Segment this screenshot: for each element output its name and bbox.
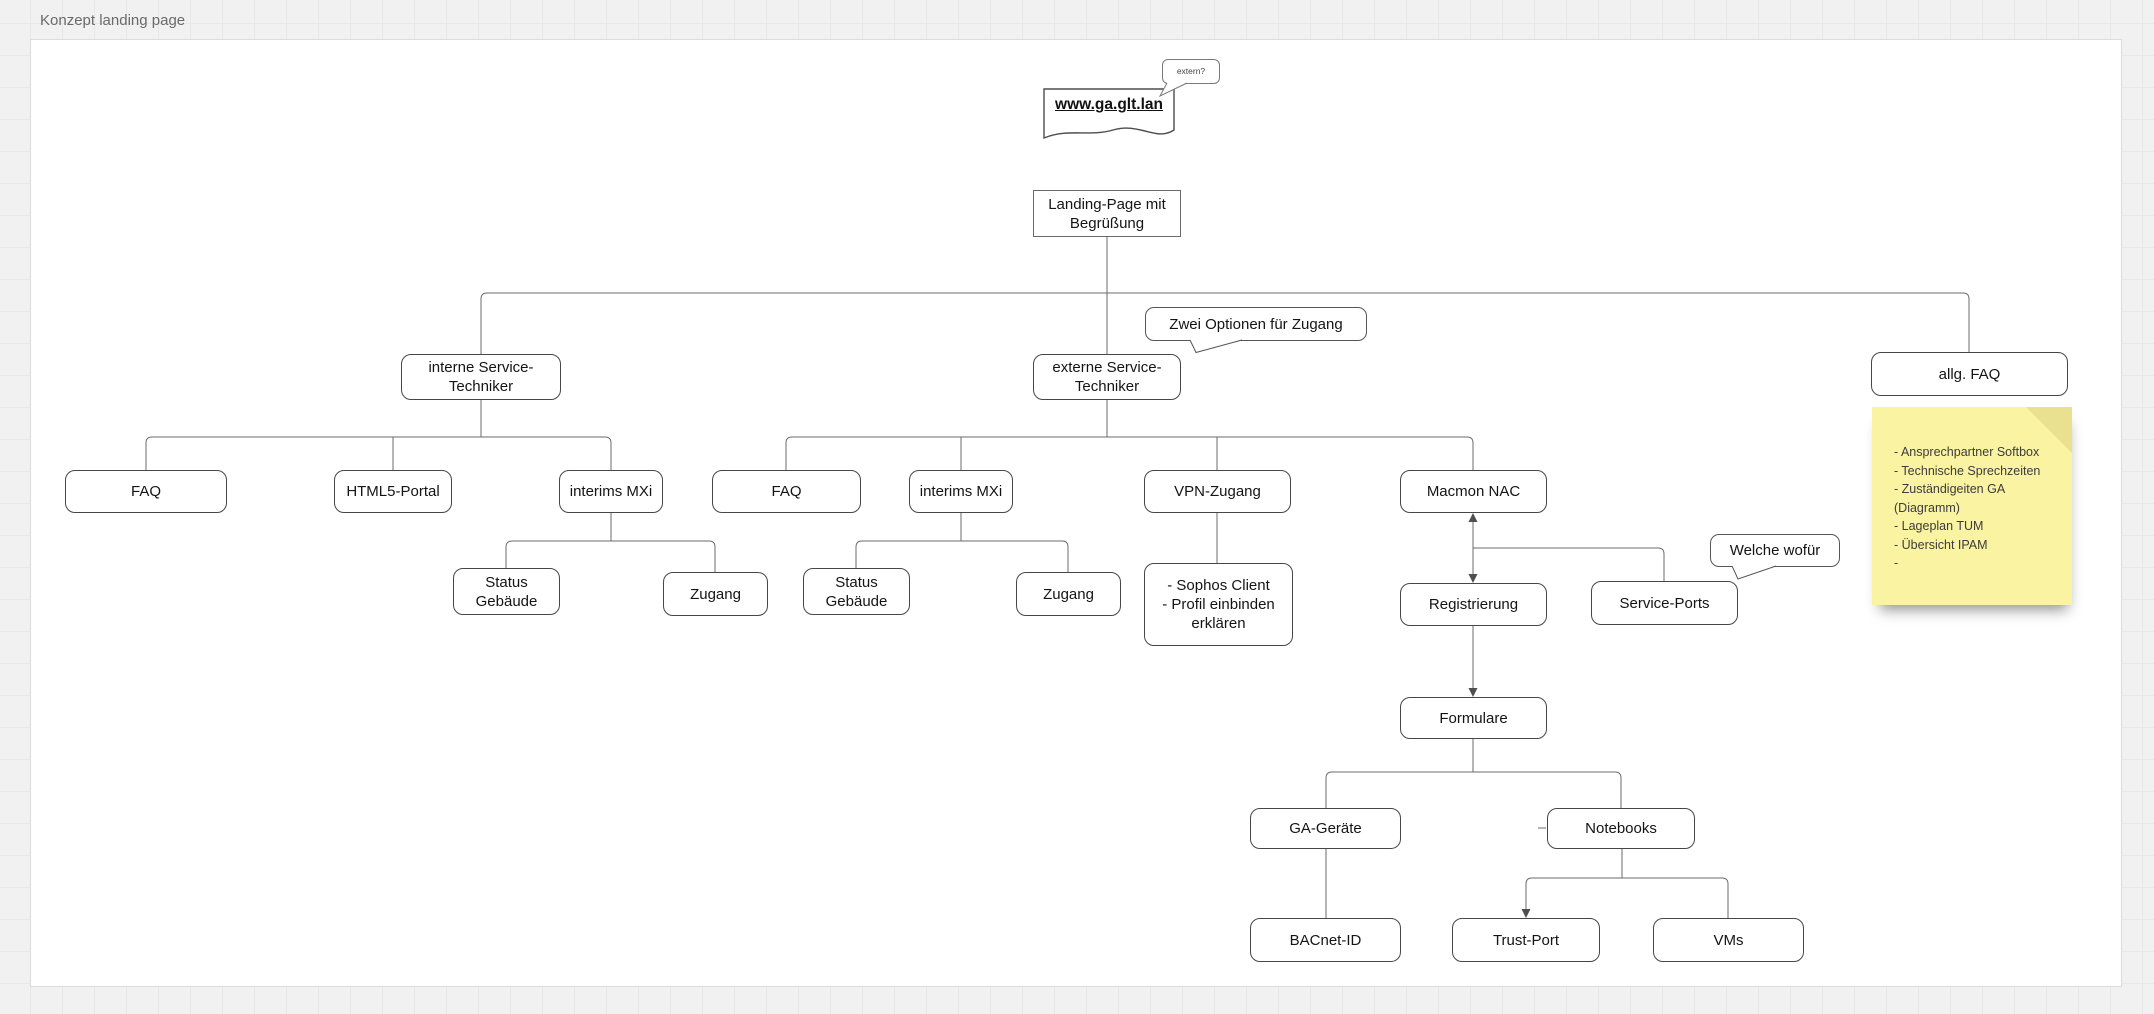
node-vpn-zugang[interactable]: VPN-Zugang <box>1144 470 1291 513</box>
node-interims-mxi-extern[interactable]: interims MXi <box>909 470 1013 513</box>
extern-callout[interactable]: extern? <box>1162 59 1220 84</box>
callout-zwei-optionen[interactable]: Zwei Optionen für Zugang <box>1145 307 1367 341</box>
sticky-note-line: - Lageplan TUM <box>1894 519 1984 533</box>
node-formulare[interactable]: Formulare <box>1400 697 1547 739</box>
node-faq-intern[interactable]: FAQ <box>65 470 227 513</box>
node-interims-mxi-intern[interactable]: interims MXi <box>559 470 663 513</box>
node-trust-port[interactable]: Trust-Port <box>1452 918 1600 962</box>
document-shape[interactable] <box>1043 88 1175 146</box>
sticky-note-line: - Zuständigeiten GA (Diagramm) <box>1894 482 2005 515</box>
node-zugang-extern[interactable]: Zugang <box>1016 572 1121 616</box>
node-interne-service-techniker[interactable]: interne Service-Techniker <box>401 354 561 400</box>
node-faq-extern[interactable]: FAQ <box>712 470 861 513</box>
frame-title[interactable]: Konzept landing page <box>40 12 186 29</box>
sticky-note-line: - Ansprechpartner Softbox <box>1894 445 2040 459</box>
url-document[interactable]: www.ga.glt.lan <box>1055 96 1163 113</box>
node-allg-faq[interactable]: allg. FAQ <box>1871 352 2068 396</box>
sticky-note-line: - Übersicht IPAM <box>1894 537 1988 552</box>
node-externe-service-techniker[interactable]: externe Service-Techniker <box>1033 354 1181 400</box>
frame[interactable] <box>30 39 2122 987</box>
node-sophos-details[interactable]: - Sophos Client - Profil einbinden erklä… <box>1144 563 1293 646</box>
sticky-note[interactable]: - Ansprechpartner Softbox - Technische S… <box>1872 407 2072 605</box>
node-notebooks[interactable]: Notebooks <box>1547 808 1695 849</box>
node-zugang-intern[interactable]: Zugang <box>663 572 768 616</box>
node-registrierung[interactable]: Registrierung <box>1400 583 1547 626</box>
node-status-gebaeude-intern[interactable]: Status Gebäude <box>453 568 560 615</box>
node-bacnet-id[interactable]: BACnet-ID <box>1250 918 1401 962</box>
sticky-note-line: - <box>1894 556 1899 570</box>
node-landing-page[interactable]: Landing-Page mit Begrüßung <box>1033 190 1181 237</box>
node-status-gebaeude-extern[interactable]: Status Gebäude <box>803 568 910 615</box>
node-html5-portal[interactable]: HTML5-Portal <box>334 470 452 513</box>
callout-welche-wofuer[interactable]: Welche wofür <box>1710 534 1840 567</box>
node-macmon-nac[interactable]: Macmon NAC <box>1400 470 1547 513</box>
node-ga-geraete[interactable]: GA-Geräte <box>1250 808 1401 849</box>
node-service-ports[interactable]: Service-Ports <box>1591 581 1738 625</box>
sticky-note-line: - Technische Sprechzeiten <box>1894 463 2041 478</box>
node-vms[interactable]: VMs <box>1653 918 1804 962</box>
